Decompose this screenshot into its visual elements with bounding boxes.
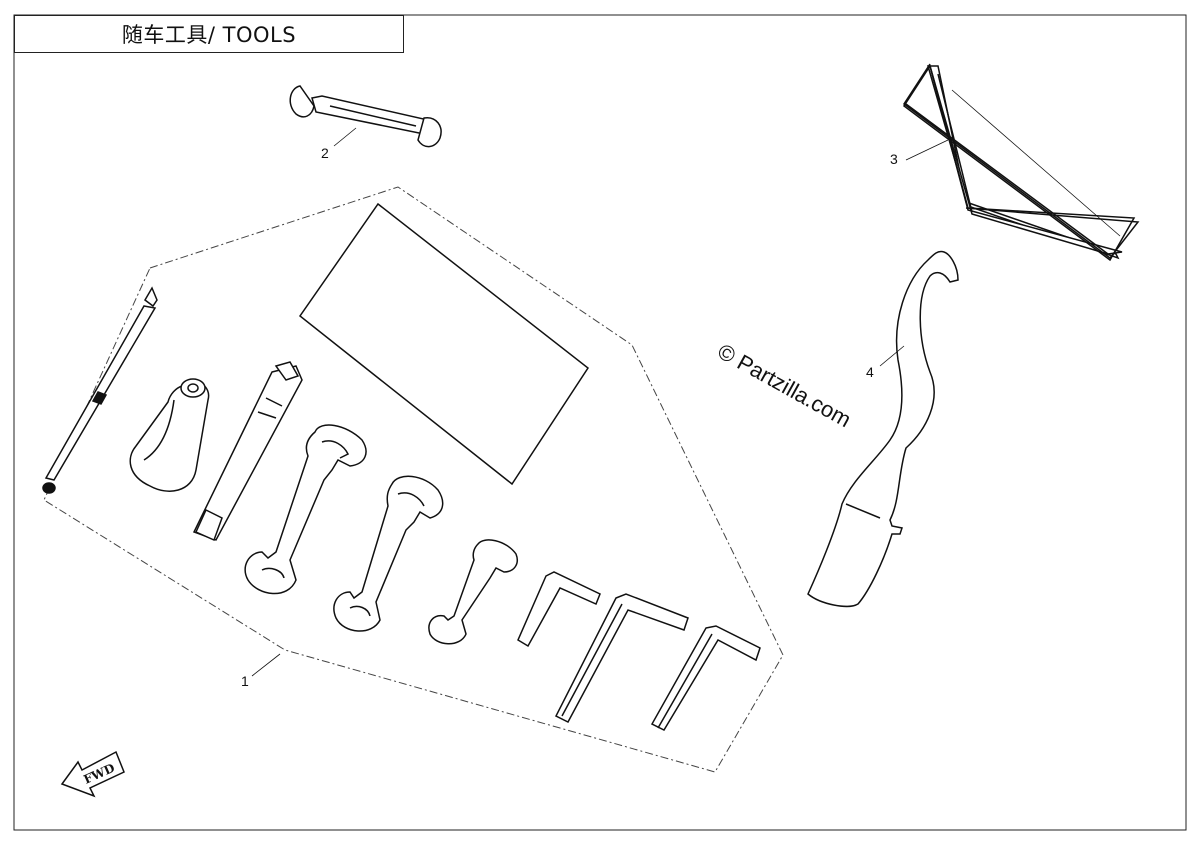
pin-tool	[289, 85, 442, 148]
hex-key-medium	[650, 625, 761, 731]
tool-tube	[902, 63, 1140, 262]
hook-spanner	[807, 250, 959, 608]
hex-key-small	[517, 571, 601, 648]
callout-2: 2	[321, 145, 329, 161]
callout-4: 4	[866, 364, 874, 380]
fwd-arrow-icon: FWD	[60, 750, 125, 798]
drawing-border	[13, 14, 1187, 831]
title-block: 随车工具/ TOOLS	[14, 15, 404, 53]
callout-1: 1	[241, 673, 249, 689]
diagram-title: 随车工具/ TOOLS	[121, 23, 297, 47]
instruction-sheet	[298, 202, 590, 486]
screwdriver	[42, 286, 158, 494]
kit-outline	[43, 186, 784, 773]
watermark-text: © Partzilla.com	[714, 339, 856, 433]
wrench-small	[428, 539, 518, 645]
callout-3: 3	[890, 151, 898, 167]
hex-key-large	[554, 593, 689, 723]
tool-handle	[129, 378, 210, 492]
callout-leaders	[251, 127, 949, 677]
wrench-large	[244, 424, 367, 595]
socket-bar	[192, 361, 303, 542]
wrench-medium	[333, 475, 444, 632]
